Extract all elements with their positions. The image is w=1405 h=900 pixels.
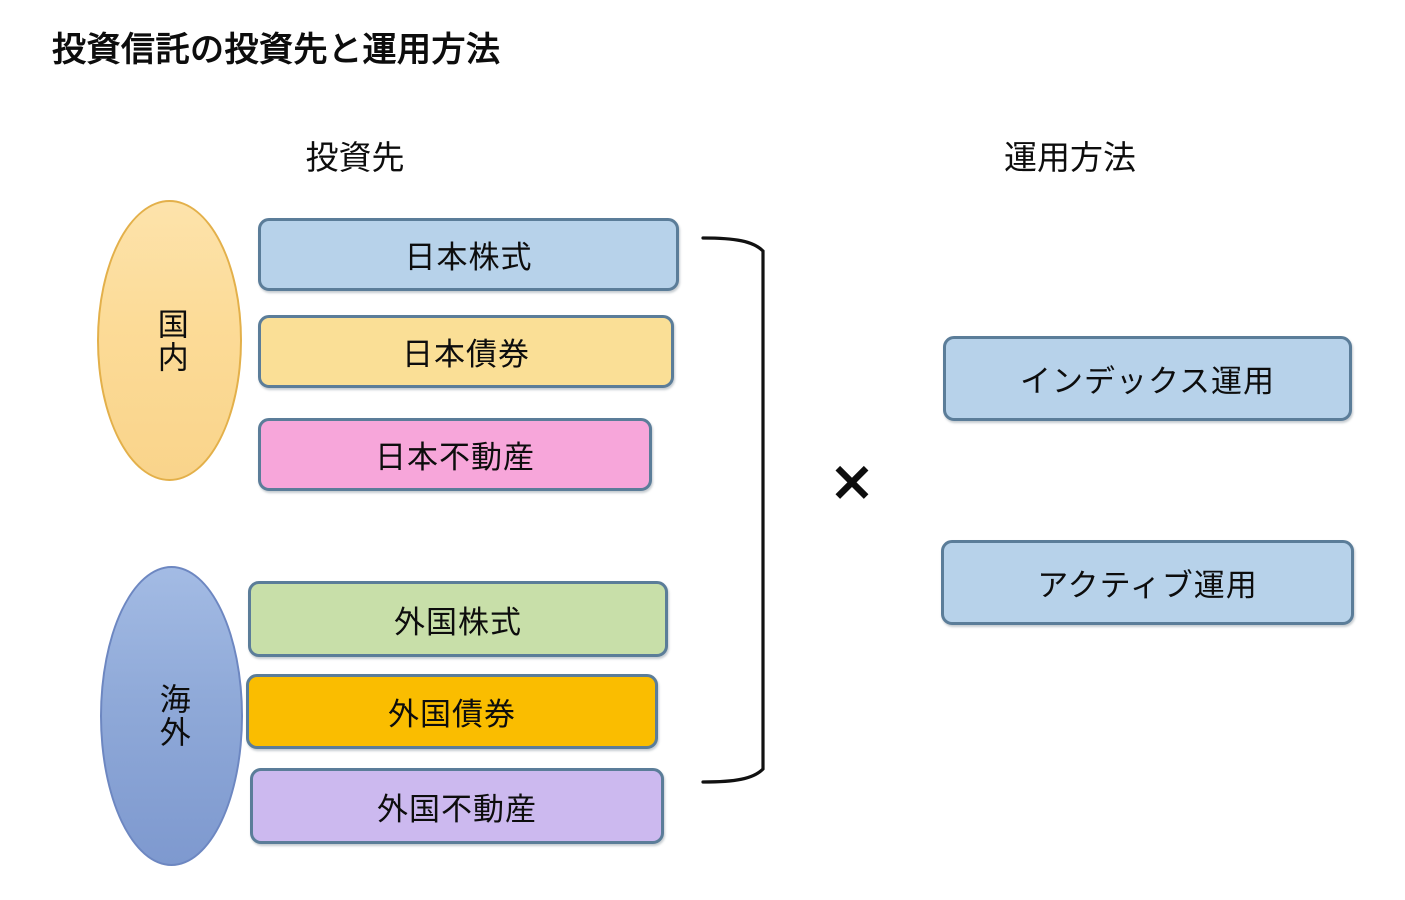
method-label-index: インデックス運用 <box>1019 364 1276 399</box>
asset-label-jp-bond: 日本債券 <box>402 337 530 372</box>
asset-box-fx-bond[interactable]: 外国債券 <box>246 674 658 749</box>
multiply-icon: × <box>828 449 876 514</box>
asset-box-fx-equity[interactable]: 外国株式 <box>248 581 668 657</box>
grouping-bracket-icon <box>701 236 765 784</box>
method-label-active: アクティブ運用 <box>1037 568 1258 603</box>
method-box-active[interactable]: アクティブ運用 <box>941 540 1354 625</box>
group-label-overseas: 海外 <box>154 683 190 749</box>
page-title: 投資信託の投資先と運用方法 <box>52 31 501 69</box>
asset-box-jp-equity[interactable]: 日本株式 <box>258 218 679 291</box>
asset-label-jp-equity: 日本株式 <box>404 240 533 275</box>
column-header-investment-targets: 投資先 <box>305 139 405 176</box>
asset-label-fx-reit: 外国不動産 <box>377 791 537 827</box>
asset-label-jp-reit: 日本不動産 <box>375 440 535 475</box>
group-ellipse-domestic: 国内 <box>97 200 242 481</box>
column-header-management-methods: 運用方法 <box>1004 139 1136 176</box>
group-label-domestic: 国内 <box>152 307 188 374</box>
asset-box-jp-bond[interactable]: 日本債券 <box>258 315 674 388</box>
asset-label-fx-bond: 外国債券 <box>388 697 516 732</box>
method-box-index[interactable]: インデックス運用 <box>943 336 1352 421</box>
asset-box-jp-reit[interactable]: 日本不動産 <box>258 418 652 491</box>
asset-box-fx-reit[interactable]: 外国不動産 <box>250 768 664 844</box>
asset-label-fx-equity: 外国株式 <box>394 604 522 640</box>
group-ellipse-overseas: 海外 <box>100 566 243 866</box>
